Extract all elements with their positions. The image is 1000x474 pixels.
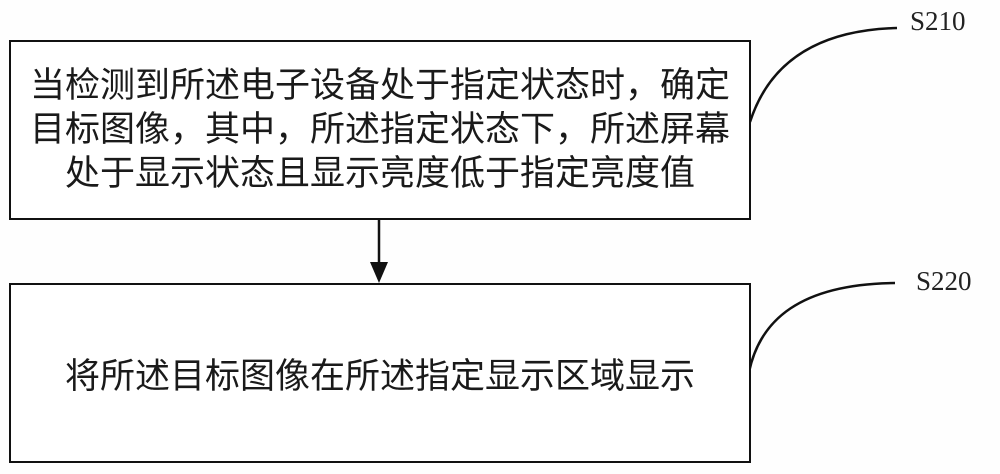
step-text-s220: 将所述目标图像在所述指定显示区域显示: [64, 356, 695, 397]
step-label-s210: S210: [910, 6, 966, 36]
step-label-s220: S220: [916, 266, 972, 296]
step-text-line: 目标图像，其中，所述指定状态下，所述屏幕: [29, 110, 730, 150]
step-box-s220: 将所述目标图像在所述指定显示区域显示: [9, 283, 751, 463]
arrow-head-icon: [370, 262, 388, 283]
leader-line-s220: [747, 281, 896, 373]
step-text-line: 当检测到所述电子设备处于指定状态时，确定: [29, 66, 730, 106]
step-text-s210: 当检测到所述电子设备处于指定状态时，确定 目标图像，其中，所述指定状态下，所述屏…: [30, 64, 730, 196]
leader-line-s210: [748, 26, 898, 123]
step-box-s210: 当检测到所述电子设备处于指定状态时，确定 目标图像，其中，所述指定状态下，所述屏…: [9, 40, 751, 220]
step-text-line: 处于显示状态且显示亮度低于指定亮度值: [64, 154, 695, 194]
